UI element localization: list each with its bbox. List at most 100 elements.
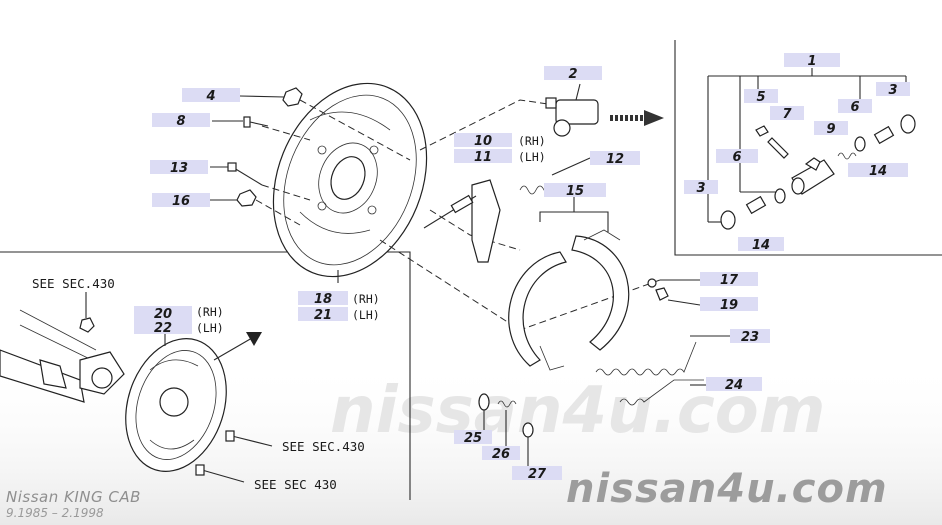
part-number: 2 xyxy=(568,67,577,82)
rear-brake-assembly xyxy=(125,338,227,472)
tag-background xyxy=(744,89,778,103)
part-tag-p11: 11 xyxy=(454,149,512,165)
part-number: 15 xyxy=(566,184,584,199)
part-16-nut xyxy=(236,189,257,207)
part-number: 9 xyxy=(826,122,835,137)
wheel-cylinder xyxy=(545,83,599,137)
part-tag-p9: 9 xyxy=(814,121,848,137)
tag-background xyxy=(838,99,872,113)
part-number: 17 xyxy=(720,273,739,288)
part-17-pin xyxy=(647,278,657,288)
tag-background xyxy=(134,306,192,320)
tag-background xyxy=(814,121,848,135)
part-number: 25 xyxy=(464,431,482,446)
part-number: 12 xyxy=(606,152,624,167)
tag-background xyxy=(150,160,208,174)
side-11-lh: (LH) xyxy=(518,150,546,164)
part-number: 24 xyxy=(725,378,743,393)
footer-title: Nissan KING CAB xyxy=(6,488,141,506)
part-4-nut xyxy=(282,87,303,107)
tag-background xyxy=(152,113,210,127)
part-tag-p6a: 6 xyxy=(838,99,872,115)
inset-tree-lines xyxy=(707,68,907,223)
part-number: 21 xyxy=(314,308,332,323)
brake-shoe-right xyxy=(571,229,630,351)
part-number: 14 xyxy=(869,164,887,179)
part-26-spring xyxy=(497,400,517,408)
part-27-cup xyxy=(522,422,534,438)
part-19-clip xyxy=(655,287,669,301)
part-tag-p5: 5 xyxy=(744,89,778,105)
tag-background xyxy=(876,82,910,96)
part-tag-p17: 17 xyxy=(700,272,758,288)
tag-background xyxy=(684,180,718,194)
part-number: 7 xyxy=(782,107,792,122)
part-number: 13 xyxy=(170,161,188,176)
side-10-rh: (RH) xyxy=(518,134,546,148)
side-21-lh: (LH) xyxy=(352,308,380,322)
part-tag-p18: 18 xyxy=(298,291,348,307)
brake-shoe-left xyxy=(508,251,567,371)
part-number: 4 xyxy=(205,89,215,104)
axle-nut xyxy=(79,317,95,333)
tag-background xyxy=(848,163,908,177)
part-number: 1 xyxy=(807,54,816,69)
tag-background xyxy=(454,133,512,147)
part-tag-p3a: 3 xyxy=(876,82,910,98)
tag-background xyxy=(770,106,804,120)
part-number: 11 xyxy=(474,150,492,165)
part-number: 8 xyxy=(176,114,185,129)
side-22-lh: (LH) xyxy=(196,321,224,335)
part-tag-p10: 10 xyxy=(454,133,512,149)
part-tag-p3b: 3 xyxy=(684,180,718,196)
watermark-corner: nissan4u.com xyxy=(566,466,888,512)
part-8-bolt xyxy=(243,116,269,128)
bracket-15 xyxy=(539,211,609,232)
note-see-sec-430-c: SEE SEC 430 xyxy=(254,477,337,492)
part-tag-p12: 12 xyxy=(590,151,640,167)
tag-background xyxy=(182,88,240,102)
part-23-spring xyxy=(595,341,697,376)
part-tag-p6b: 6 xyxy=(716,149,758,165)
part-number: 16 xyxy=(172,194,190,209)
inset-cylinder xyxy=(791,157,835,195)
part-tag-p7: 7 xyxy=(770,106,804,122)
part-number: 26 xyxy=(492,447,510,462)
tag-background xyxy=(700,297,758,311)
tag-background xyxy=(544,66,602,80)
part-tag-p4: 4 xyxy=(182,88,240,104)
part-number: 14 xyxy=(752,238,770,253)
part-tag-p15: 15 xyxy=(544,183,606,199)
part-tag-p14b: 14 xyxy=(738,237,784,253)
tag-background xyxy=(706,377,762,391)
part-number: 3 xyxy=(696,181,705,196)
tag-background xyxy=(298,307,348,321)
backing-plate xyxy=(272,82,428,278)
side-18-rh: (RH) xyxy=(352,292,380,306)
part-tag-p20: 20 xyxy=(134,306,192,322)
tag-background xyxy=(730,329,770,343)
axle-inset-border xyxy=(0,251,411,500)
tag-background xyxy=(716,149,758,163)
part-tag-p14a: 14 xyxy=(848,163,908,179)
part-25-cup xyxy=(478,393,490,411)
tag-background xyxy=(134,320,192,334)
part-number: 27 xyxy=(528,467,547,482)
axle-bolts xyxy=(195,430,273,483)
part-number: 10 xyxy=(474,134,492,149)
part-tag-p24: 24 xyxy=(706,377,762,393)
part-number: 22 xyxy=(154,321,172,336)
part-number: 6 xyxy=(850,100,859,115)
tag-background xyxy=(700,272,758,286)
side-20-rh: (RH) xyxy=(196,305,224,319)
part-number: 19 xyxy=(720,298,738,313)
inset-small-parts xyxy=(720,114,916,230)
note-see-sec-430-a: SEE SEC.430 xyxy=(32,276,115,291)
part-tag-p23: 23 xyxy=(730,329,770,345)
tag-background xyxy=(544,183,606,197)
part-tag-p16: 16 xyxy=(152,193,210,209)
tag-background xyxy=(152,193,210,207)
tag-background xyxy=(512,466,562,480)
parking-lever xyxy=(423,179,501,263)
